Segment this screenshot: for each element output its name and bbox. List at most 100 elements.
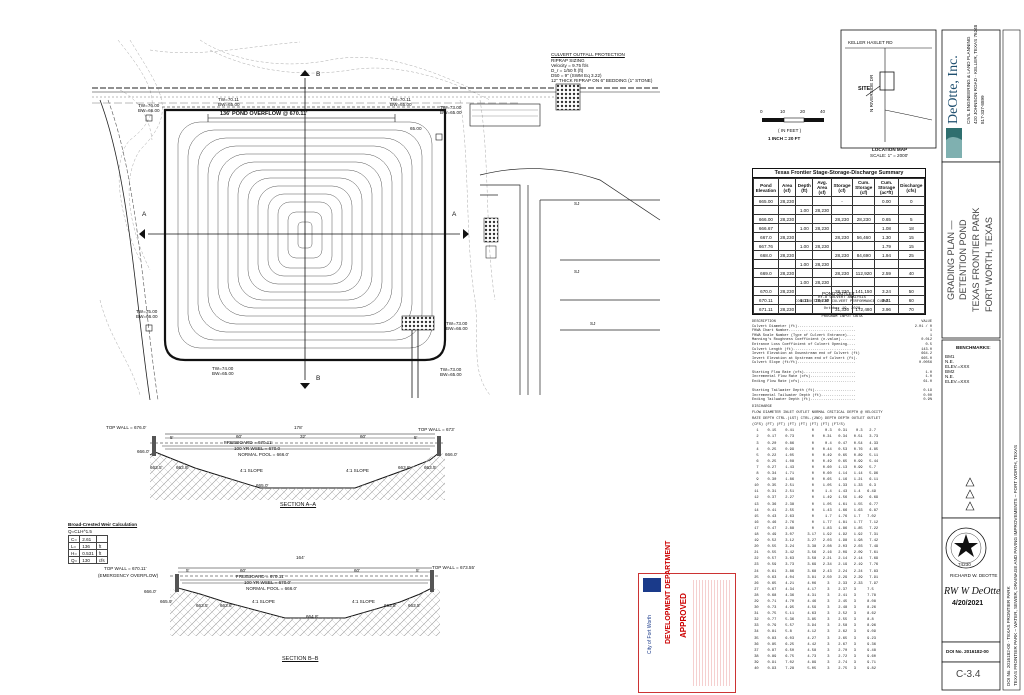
table-cell: 2.59 [874, 268, 899, 278]
table-cell: 668.0 [753, 250, 779, 260]
table-cell [812, 214, 832, 224]
table-cell: 1.00 [795, 223, 814, 233]
scale-tick-40: 40 [820, 109, 826, 114]
rating-row: 12 0.37 2.27 0 1.49 1.56 1.49 6.69 [752, 496, 879, 501]
input-value: 1 [929, 333, 932, 338]
stage-storage-table: Texas Frontier Stage-Storage-Discharge S… [752, 168, 926, 315]
sa-dim: 60' [236, 434, 242, 439]
input-row: Ending Tailwater Depth (ft).............… [752, 398, 932, 403]
rating-row: 38 0.89 6.75 4.73 3 2.72 3 9.60 [752, 654, 876, 659]
inlet-box-3 [145, 324, 153, 332]
sb-freeboard: FREEBOARD = 670.11' [236, 574, 285, 579]
rating-row: 36 0.85 6.25 4.42 3 2.67 3 9.36 [752, 642, 876, 647]
table-cell [812, 196, 832, 206]
rating-row: 27 0.67 4.34 4.17 3 2.37 3 7.5 [752, 587, 874, 592]
input-row: Invert Elevation at Upstream end of Culv… [752, 357, 932, 362]
table-cell: 667.0 [753, 232, 779, 242]
rating-row: 7 0.27 1.43 0 0.60 1.13 0.99 5.7 [752, 465, 876, 470]
rating-row: 19 0.52 3.12 3.27 2.03 1.98 1.98 7.42 [752, 539, 879, 544]
table-cell: 28,230 [830, 250, 854, 260]
rating-row: 22 0.57 3.63 3.58 2.21 2.14 2.14 7.69 [752, 557, 879, 562]
table-cell: 1.00 [795, 241, 814, 251]
weir-cell [95, 535, 108, 543]
culvert-riprap [555, 83, 581, 111]
table-cell [795, 286, 814, 296]
rating-row: 8 0.34 1.71 0 0.60 1.14 1.14 5.96 [752, 472, 879, 477]
building-label: SJ [574, 269, 580, 274]
culvert-outfall-line: RIPRAP SIZING [551, 58, 585, 63]
rating-row: 6 0.25 1.08 0 0.49 0.65 0.99 5.44 [752, 459, 879, 464]
firm-subtitle: CIVIL ENGINEERING & LAND PLANNING [966, 36, 971, 124]
table-cell: 70 [897, 304, 926, 314]
benchmark-line: BM1 [945, 354, 955, 359]
pond-wall [163, 108, 447, 362]
value-header: VALUE [921, 320, 932, 324]
table-cell [795, 196, 814, 206]
spot-tw-tl: TW=76.00 BW=66.00 [138, 103, 160, 113]
table-cell [777, 223, 797, 233]
rating-row: 4 0.25 0.99 0 0.44 0.53 0.76 4.85 [752, 447, 879, 452]
sb-elev: 663.8' [220, 603, 233, 608]
sb-elev: 663.8' [384, 603, 397, 608]
sb-top-wall-left-2: (EMERGENCY OVERFLOW) [98, 573, 159, 578]
table-cell: 1.30 [874, 232, 899, 242]
input-value: 0.0056 [919, 361, 932, 366]
building-label: SJ [574, 201, 580, 206]
input-row: Ending Flow Rate (cfs)..................… [752, 380, 932, 385]
input-value: 1 [929, 329, 932, 334]
input-value: 0.00 [923, 393, 932, 398]
input-desc: Culvert Slope (ft/ft)...................… [752, 361, 856, 366]
weir-cell: 136 [79, 542, 97, 550]
input-row: Culvert Length (ft).....................… [752, 348, 932, 353]
input-rows: Culvert Diameter (ft)...................… [752, 325, 932, 403]
table-cell: 112,920 [852, 268, 876, 278]
rating-header: DISCHARGE [752, 405, 772, 409]
sa-dim: 5' [170, 435, 174, 440]
weir-cell: C= [67, 535, 81, 543]
table-cell: - [830, 196, 854, 206]
table-cell: 5 [897, 214, 926, 224]
benchmark-block [941, 339, 1001, 519]
section-b-title: SECTION B–B [282, 656, 319, 662]
spot-tw-bl: TW=75.00 BW=66.00 [136, 309, 158, 319]
report-section-title: PROGRAM INPUT DATA [821, 315, 863, 319]
table-cell [852, 205, 876, 215]
table-cell: 28,230 [812, 223, 832, 233]
input-value: 1.0 [925, 375, 932, 380]
rating-row: 14 0.41 2.55 0 1.43 1.66 1.63 6.87 [752, 508, 879, 513]
table-cell: 18 [897, 223, 926, 233]
table-cell [897, 277, 926, 287]
input-row: Incremental Tailwater Depth (ft)........… [752, 394, 932, 399]
sign-date: 4/20/2021 [952, 600, 984, 607]
sb-span: 164' [296, 555, 305, 560]
weir-cell: L= [67, 542, 81, 550]
rating-header: (CFS) (FT) (FT) (FT) (FT) (FT) (FT) (FT/… [752, 423, 845, 428]
table-cell [830, 259, 854, 269]
spot-tw-top-mid: TW=70.11 BW=65.00 [218, 97, 240, 107]
input-row: Incremental Flow Rate (cfs).............… [752, 375, 932, 380]
table-cell [777, 241, 797, 251]
table-cell: 671.11 [753, 304, 779, 314]
table-cell [753, 277, 779, 287]
table-cell: 666.00 [753, 214, 779, 224]
table-cell: 28,230 [830, 214, 854, 224]
sb-elev: 664.8' [306, 614, 319, 619]
table-cell [753, 205, 779, 215]
sb-slope-left: 4:1 SLOPE [252, 599, 275, 604]
sb-wsel: 100 YR WSEL = 670.0' [244, 580, 291, 585]
input-desc: Culvert Diameter (ft)...................… [752, 324, 854, 329]
rating-row: 21 0.55 3.42 3.56 2.16 2.09 2.09 7.61 [752, 551, 879, 556]
sa-elev: 663.5' [424, 465, 437, 470]
input-row: FHWA Chart Number.......................… [752, 329, 932, 334]
table-cell [812, 232, 832, 242]
seal-number: 74230 [958, 562, 971, 567]
rating-header: RATE DEPTH CTRL.(1ST) CTRL.(2ND) DEPTH D… [752, 417, 881, 422]
